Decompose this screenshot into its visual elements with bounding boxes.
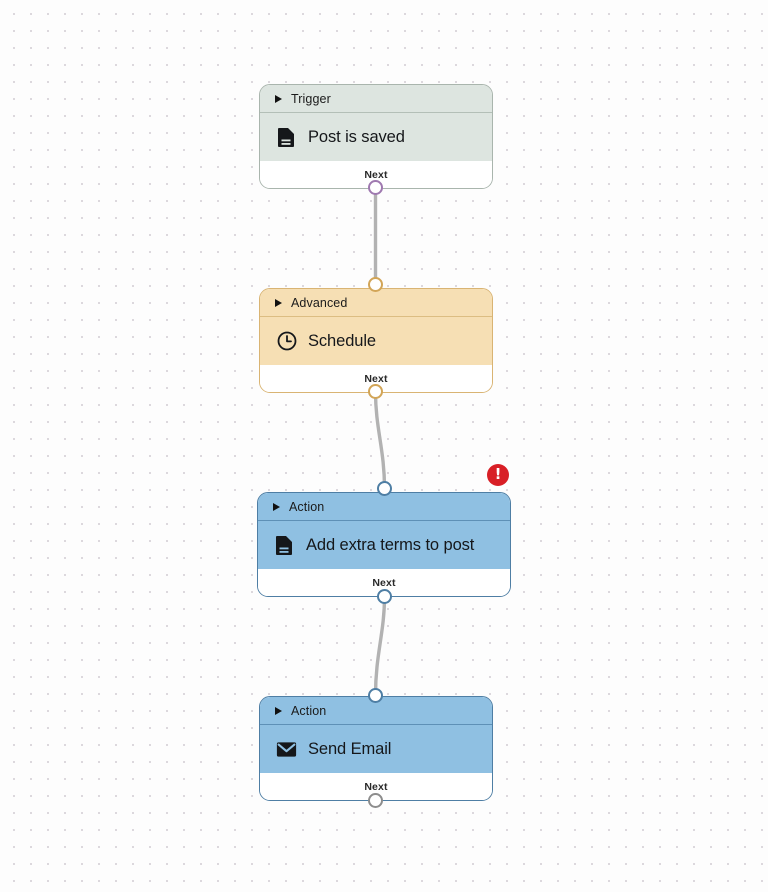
document-icon: [276, 127, 297, 148]
node-header-action[interactable]: Action: [258, 493, 510, 521]
node-title: Post is saved: [308, 127, 405, 146]
node-title: Add extra terms to post: [306, 535, 475, 554]
node-header-advanced[interactable]: Advanced: [260, 289, 492, 317]
workflow-node-action-terms[interactable]: Action Add extra terms to post Next: [257, 492, 511, 597]
envelope-icon: [276, 739, 297, 760]
next-label: Next: [372, 576, 396, 589]
node-kind-label: Action: [289, 499, 325, 514]
node-body-trigger[interactable]: Post is saved: [260, 113, 492, 161]
node-port-advanced-in[interactable]: [368, 277, 383, 292]
node-port-email-in[interactable]: [368, 688, 383, 703]
node-title: Schedule: [308, 331, 377, 350]
next-label: Next: [364, 780, 388, 793]
edge-terms-email[interactable]: [373, 595, 387, 697]
node-title: Send Email: [308, 739, 392, 758]
node-header-trigger[interactable]: Trigger: [260, 85, 492, 113]
disclosure-triangle-icon[interactable]: [275, 298, 282, 307]
document-icon: [274, 535, 295, 556]
node-kind-label: Advanced: [291, 295, 348, 310]
disclosure-triangle-icon[interactable]: [275, 706, 282, 715]
node-port-terms-out[interactable]: [377, 589, 392, 604]
node-body-action[interactable]: Add extra terms to post: [258, 521, 510, 569]
workflow-node-action-email[interactable]: Action Send Email Next: [259, 696, 493, 801]
next-label: Next: [364, 168, 388, 181]
edge-advanced-terms[interactable]: [373, 390, 387, 490]
workflow-node-trigger[interactable]: Trigger Post is saved Next: [259, 84, 493, 189]
node-port-trigger-out[interactable]: [368, 180, 383, 195]
node-port-advanced-out[interactable]: [368, 384, 383, 399]
node-body-advanced[interactable]: Schedule: [260, 317, 492, 365]
node-kind-label: Action: [291, 703, 327, 718]
disclosure-triangle-icon[interactable]: [275, 94, 282, 103]
error-exclamation-icon[interactable]: !: [487, 464, 509, 486]
workflow-node-advanced[interactable]: Advanced Schedule Next: [259, 288, 493, 393]
node-body-action[interactable]: Send Email: [260, 725, 492, 773]
clock-icon: [276, 331, 297, 352]
node-port-email-out[interactable]: [368, 793, 383, 808]
next-label: Next: [364, 372, 388, 385]
disclosure-triangle-icon[interactable]: [273, 502, 280, 511]
node-kind-label: Trigger: [291, 91, 331, 106]
node-port-terms-in[interactable]: [377, 481, 392, 496]
error-badge-glyph: !: [494, 465, 502, 483]
